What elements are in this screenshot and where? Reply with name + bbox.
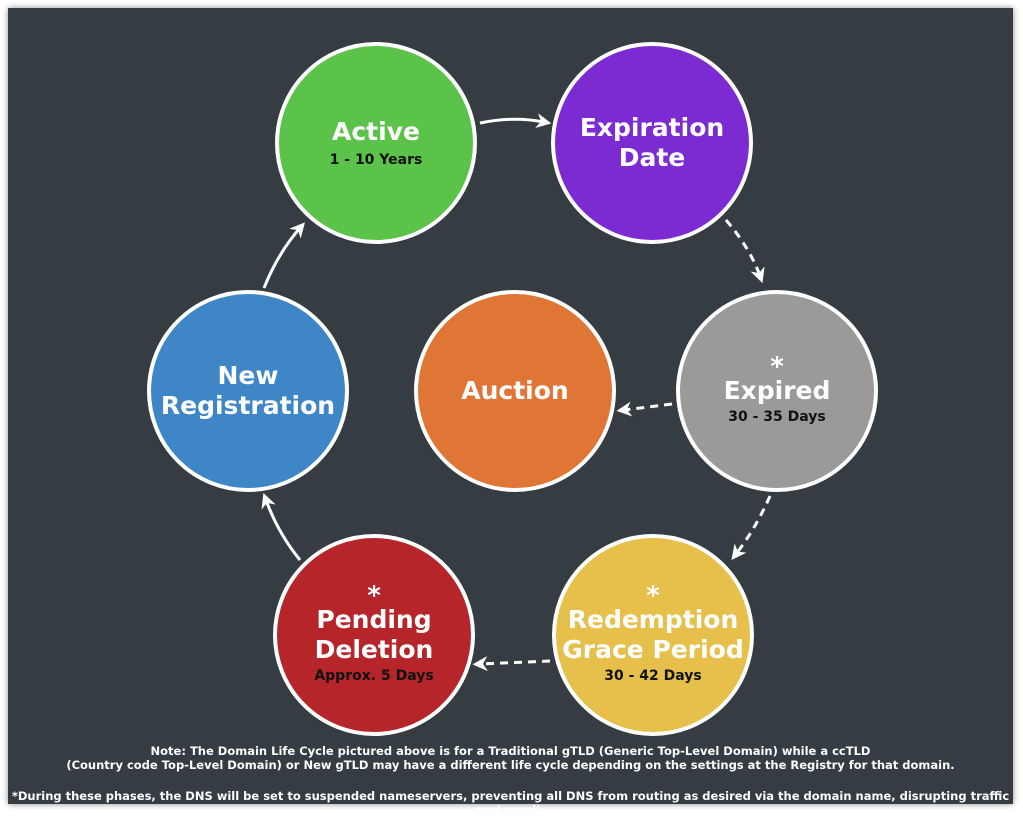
node-redemption-asterisk: *: [646, 581, 660, 611]
node-pending-deletion: * Pending Deletion Approx. 5 Days: [273, 534, 475, 736]
node-expired: * Expired 30 - 35 Days: [676, 290, 878, 492]
node-pending-title-line2: Deletion: [314, 635, 434, 664]
node-expiration-title-line2: Date: [618, 143, 686, 172]
node-pending-title-line1: Pending: [316, 605, 432, 634]
diagram-frame: Active 1 - 10 Years Expiration Date * Ex…: [8, 8, 1013, 817]
arrow-pending-to-new: [261, 492, 302, 561]
node-pending-asterisk: *: [367, 581, 381, 611]
node-active-title: Active: [332, 117, 420, 146]
node-expired-title: Expired: [723, 376, 831, 405]
dns-footnote: *During these phases, the DNS will be se…: [11, 789, 1010, 817]
node-auction: Auction: [414, 290, 616, 492]
arrow-active-to-expiration: [479, 113, 552, 128]
node-expired-duration: 30 - 35 Days: [728, 409, 826, 425]
arrow-expired-to-redemption: [731, 495, 772, 560]
arrow-new-to-active: [262, 222, 305, 289]
node-new-title-line1: New: [217, 361, 279, 390]
node-redemption-title-line1: Redemption: [567, 605, 739, 634]
lifecycle-diagram: Active 1 - 10 Years Expiration Date * Ex…: [8, 8, 1013, 817]
arrow-expired-to-auction: [616, 401, 673, 417]
node-redemption-title-line2: Grace Period: [562, 635, 744, 664]
arrow-redemption-to-pending: [472, 656, 551, 672]
node-new-title-line2: Registration: [160, 391, 336, 420]
node-active: Active 1 - 10 Years: [275, 42, 477, 244]
node-expired-asterisk: *: [770, 352, 784, 382]
node-redemption-duration: 30 - 42 Days: [604, 668, 702, 684]
node-expiration-date: Expiration Date: [551, 42, 753, 244]
cycle-arrows: [261, 113, 772, 672]
node-redemption-grace-period: * Redemption Grace Period 30 - 42 Days: [552, 534, 754, 736]
node-new-registration: New Registration: [147, 290, 349, 492]
note-line-2: (Country code Top-Level Domain) or New g…: [66, 758, 955, 772]
node-auction-title: Auction: [461, 376, 569, 405]
node-pending-duration: Approx. 5 Days: [314, 668, 434, 684]
lifecycle-note: Note: The Domain Life Cycle pictured abo…: [8, 744, 1013, 772]
node-active-duration: 1 - 10 Years: [329, 152, 423, 168]
arrow-expiration-to-expired: [724, 219, 765, 284]
note-line-1: Note: The Domain Life Cycle pictured abo…: [150, 744, 871, 758]
node-expiration-title-line1: Expiration: [579, 113, 725, 142]
